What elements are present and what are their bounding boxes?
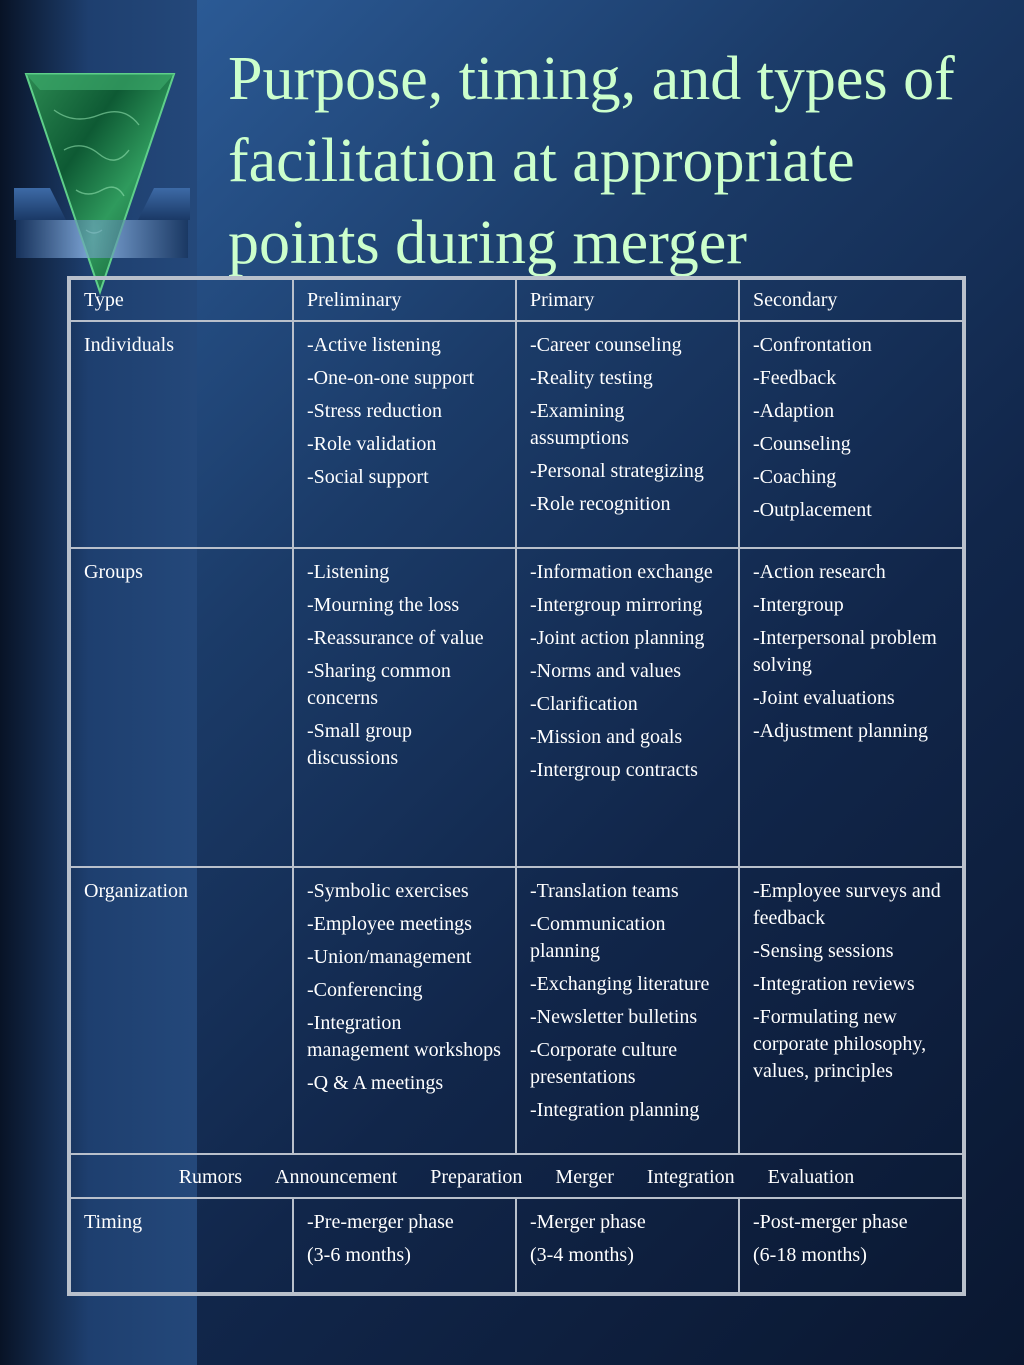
header-type: Type [70,279,293,321]
organization-primary-cell: -Translation teams -Communication planni… [516,867,739,1154]
header-secondary: Secondary [739,279,963,321]
list-item: -Union/management [307,946,472,968]
list-item: -Merger phase [530,1211,646,1233]
list-item: -Coaching [753,466,837,488]
list-item: -Reassurance of value [307,627,484,649]
phase-label: Preparation [430,1166,523,1188]
table-row-individuals: Individuals -Active listening -One-on-on… [70,321,963,548]
groups-preliminary-cell: -Listening -Mourning the loss -Reassuran… [293,548,516,867]
list-item: -Social support [307,466,429,488]
facilitation-table: Type Preliminary Primary Secondary Indiv… [67,276,966,1296]
list-item: -Active listening [307,334,441,356]
individuals-primary-cell: -Career counseling -Reality testing -Exa… [516,321,739,548]
list-item: -Communication planning [530,913,666,962]
organization-secondary-cell: -Employee surveys and feedback -Sensing … [739,867,963,1154]
header-primary: Primary [516,279,739,321]
list-item: -Listening [307,561,390,583]
list-item: -Sensing sessions [753,940,894,962]
individuals-preliminary-cell: -Active listening -One-on-one support -S… [293,321,516,548]
list-item: -Stress reduction [307,400,442,422]
list-item: -Pre-merger phase [307,1211,454,1233]
phase-sequence: Rumors Announcement Preparation Merger I… [70,1154,963,1198]
list-item: -Intergroup mirroring [530,594,703,616]
list-item: -Formulating new corporate philosophy, v… [753,1006,927,1082]
list-item: -Symbolic exercises [307,880,469,902]
list-item: -Integration planning [530,1099,700,1121]
header-preliminary: Preliminary [293,279,516,321]
timing-primary-cell: -Merger phase (3-4 months) [516,1198,739,1293]
list-item: -Role recognition [530,493,671,515]
list-item: -Q & A meetings [307,1072,444,1094]
list-item: -Employee surveys and feedback [753,880,941,929]
list-item: (6-18 months) [753,1244,867,1266]
list-item: -Career counseling [530,334,682,356]
list-item: -Post-merger phase [753,1211,908,1233]
groups-primary-cell: -Information exchange -Intergroup mirror… [516,548,739,867]
phase-label: Integration [646,1166,735,1188]
timing-secondary-cell: -Post-merger phase (6-18 months) [739,1198,963,1293]
list-item: (3-4 months) [530,1244,634,1266]
list-item: -Integration reviews [753,973,915,995]
list-item: -Reality testing [530,367,653,389]
list-item: -Personal strategizing [530,460,704,482]
list-item: -Mission and goals [530,726,683,748]
table-row-groups: Groups -Listening -Mourning the loss -Re… [70,548,963,867]
list-item: -Action research [753,561,886,583]
list-item: -Integration management workshops [307,1012,501,1061]
phase-label: Announcement [275,1166,398,1188]
list-item: -Adaption [753,400,835,422]
row-type-groups: Groups [70,548,293,867]
list-item: -Conferencing [307,979,423,1001]
individuals-secondary-cell: -Confrontation -Feedback -Adaption -Coun… [739,321,963,548]
green-marble-triangle-icon [14,73,190,296]
list-item: -Norms and values [530,660,682,682]
row-type-organization: Organization [70,867,293,1154]
list-item: -Mourning the loss [307,594,460,616]
phase-label: Merger [555,1166,614,1188]
list-item: -Sharing common concerns [307,660,451,709]
organization-preliminary-cell: -Symbolic exercises -Employee meetings -… [293,867,516,1154]
row-type-individuals: Individuals [70,321,293,548]
list-item: -Information exchange [530,561,713,583]
list-item: -Outplacement [753,499,872,521]
list-item: -Clarification [530,693,638,715]
timing-preliminary-cell: -Pre-merger phase (3-6 months) [293,1198,516,1293]
list-item: -Feedback [753,367,837,389]
phase-row: Rumors Announcement Preparation Merger I… [70,1154,963,1198]
list-item: -Adjustment planning [753,720,928,742]
list-item: -Employee meetings [307,913,472,935]
table-header-row: Type Preliminary Primary Secondary [70,279,963,321]
list-item: -Intergroup contracts [530,759,698,781]
list-item: -Newsletter bulletins [530,1006,698,1028]
list-item: -Exchanging literature [530,973,710,995]
list-item: -Small group discussions [307,720,412,769]
list-item: -Counseling [753,433,851,455]
list-item: -Translation teams [530,880,679,902]
list-item: -Joint evaluations [753,687,895,709]
list-item: -Interpersonal problem solving [753,627,937,676]
list-item: -Joint action planning [530,627,705,649]
list-item: -Corporate culture presentations [530,1039,678,1088]
phase-label: Rumors [178,1166,243,1188]
main-background [197,0,1024,1365]
table-row-organization: Organization -Symbolic exercises -Employ… [70,867,963,1154]
list-item: -Confrontation [753,334,872,356]
slide-title: Purpose, timing, and types of facilitati… [228,45,955,277]
list-item: (3-6 months) [307,1244,411,1266]
groups-secondary-cell: -Action research -Intergroup -Interperso… [739,548,963,867]
row-type-timing: Timing [70,1198,293,1293]
table-row-timing: Timing -Pre-merger phase (3-6 months) -M… [70,1198,963,1293]
phase-label: Evaluation [767,1166,855,1188]
list-item: -Role validation [307,433,437,455]
list-item: -One-on-one support [307,367,475,389]
list-item: -Examining assumptions [530,400,629,449]
list-item: -Intergroup [753,594,844,616]
